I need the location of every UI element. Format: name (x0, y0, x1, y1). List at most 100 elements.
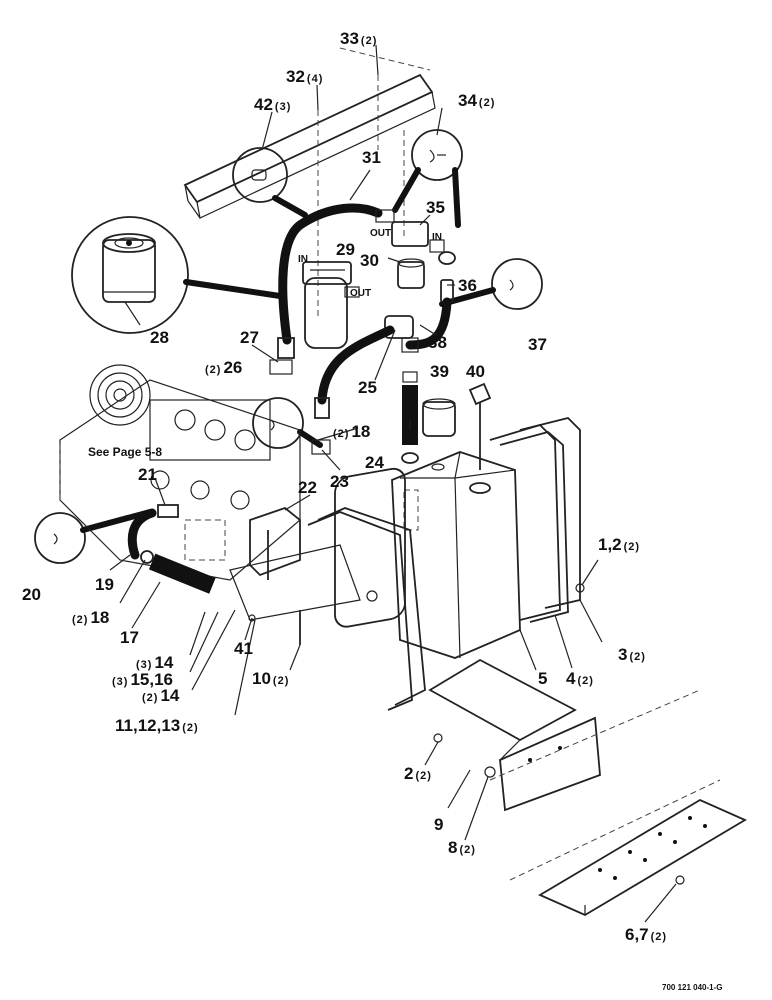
svg-text:25: 25 (358, 378, 377, 397)
callout-37-number: 37 (528, 335, 547, 354)
callout-25-number: 25 (358, 378, 377, 397)
svg-text:42(3): 42(3) (254, 95, 291, 114)
callout-33-qty: (2) (361, 35, 377, 47)
svg-text:4(2): 4(2) (566, 669, 594, 688)
callout-41-number: 41 (234, 639, 253, 658)
svg-text:(2)26: (2)26 (205, 358, 242, 377)
callout-34-qty: (2) (479, 97, 495, 109)
svg-text:27: 27 (240, 328, 259, 347)
callout-14b-qty: (2) (142, 692, 158, 704)
callout-26-qty: (2) (205, 364, 221, 376)
svg-text:24: 24 (365, 453, 384, 472)
callout-14b-number: 14 (160, 686, 179, 705)
callout-10-qty: (2) (273, 675, 289, 687)
port-label-out-filter: OUT (350, 288, 371, 299)
svg-text:35: 35 (426, 198, 445, 217)
callout-42-number: 42 (254, 95, 273, 114)
svg-text:22: 22 (298, 478, 317, 497)
svg-text:40: 40 (466, 362, 485, 381)
callout-2-qty: (2) (415, 770, 431, 782)
callout-10-number: 10 (252, 669, 271, 688)
fitting-21 (157, 504, 179, 518)
callout-22-number: 22 (298, 478, 317, 497)
callout-38-number: 38 (428, 333, 447, 352)
detail-inset-26 (252, 397, 323, 449)
detail-inset-37 (439, 258, 543, 310)
callout-18a-qty: (2) (333, 428, 349, 440)
callout-32-qty: (4) (307, 73, 323, 85)
callout-14a-number: 14 (154, 653, 173, 672)
svg-text:5: 5 (538, 669, 547, 688)
svg-text:11,12,13(2): 11,12,13(2) (115, 716, 199, 735)
valve-35 (375, 209, 456, 265)
engine-outline (59, 364, 301, 581)
svg-text:38: 38 (428, 333, 447, 352)
svg-text:23: 23 (330, 472, 349, 491)
callout-17-number: 17 (120, 628, 139, 647)
callout-35-number: 35 (426, 198, 445, 217)
svg-text:34(2): 34(2) (458, 91, 495, 110)
drawing-code: 700 121 040-1-G (662, 983, 723, 992)
callout-1-2-number: 1,2 (598, 535, 622, 554)
svg-text:37: 37 (528, 335, 547, 354)
step-plate (489, 689, 747, 917)
callout-27-number: 27 (240, 328, 259, 347)
leader-lines (109, 44, 677, 923)
callout-40-number: 40 (466, 362, 485, 381)
callout-42-qty: (3) (275, 101, 291, 113)
filter-assembly (302, 261, 360, 349)
callout-4-qty: (2) (577, 675, 593, 687)
strap-5 (307, 467, 426, 711)
callout-30-number: 30 (360, 251, 379, 270)
callout-14a-qty: (3) (136, 659, 152, 671)
callout-15-16-number: 15,16 (130, 670, 173, 689)
callout-18b-qty: (2) (72, 614, 88, 626)
callout-3-number: 3 (618, 645, 627, 664)
fitting-23 (311, 397, 331, 455)
svg-text:21: 21 (138, 465, 157, 484)
svg-text:(3)15,16: (3)15,16 (112, 670, 173, 689)
svg-text:(2)18: (2)18 (333, 422, 370, 441)
callout-18b-number: 18 (90, 608, 109, 627)
port-label-in-filter: IN (298, 254, 308, 265)
callout-4-number: 4 (566, 669, 576, 688)
callout-8-number: 8 (448, 838, 457, 857)
callout-1-2-qty: (2) (624, 541, 640, 553)
callout-11-13-qty: (2) (182, 722, 198, 734)
hydraulic-tank (391, 451, 521, 659)
svg-text:20: 20 (22, 585, 41, 604)
callout-3-qty: (2) (629, 651, 645, 663)
bracket-22 (229, 506, 361, 621)
callout-6-7-number: 6,7 (625, 925, 649, 944)
svg-text:1,2(2): 1,2(2) (598, 535, 640, 554)
svg-text:(2)14: (2)14 (142, 686, 180, 705)
callout-29-number: 29 (336, 240, 355, 259)
reference-note: See Page 5-8 (88, 445, 162, 459)
callout-33-number: 33 (340, 29, 359, 48)
callout-5-number: 5 (538, 669, 547, 688)
svg-text:3(2): 3(2) (618, 645, 646, 664)
svg-text:36: 36 (458, 276, 477, 295)
svg-text:41: 41 (234, 639, 253, 658)
breather-39 (422, 398, 456, 437)
svg-text:28: 28 (150, 328, 169, 347)
svg-text:30: 30 (360, 251, 379, 270)
callout-34-number: 34 (458, 91, 477, 110)
svg-text:39: 39 (430, 362, 449, 381)
svg-text:(2)18: (2)18 (72, 608, 109, 627)
callout-20-number: 20 (22, 585, 41, 604)
callout-9-number: 9 (434, 815, 443, 834)
hose-24 (401, 371, 419, 464)
callout-23-number: 23 (330, 472, 349, 491)
detail-inset-28 (71, 216, 283, 334)
fitting-25 (384, 315, 419, 353)
strap-4 (489, 417, 581, 623)
hose-return (317, 325, 395, 405)
svg-text:33(2): 33(2) (340, 29, 377, 48)
callout-18a-number: 18 (351, 422, 370, 441)
svg-text:31: 31 (362, 148, 381, 167)
callout-19-number: 19 (95, 575, 114, 594)
callout-6-7-qty: (2) (651, 931, 667, 943)
